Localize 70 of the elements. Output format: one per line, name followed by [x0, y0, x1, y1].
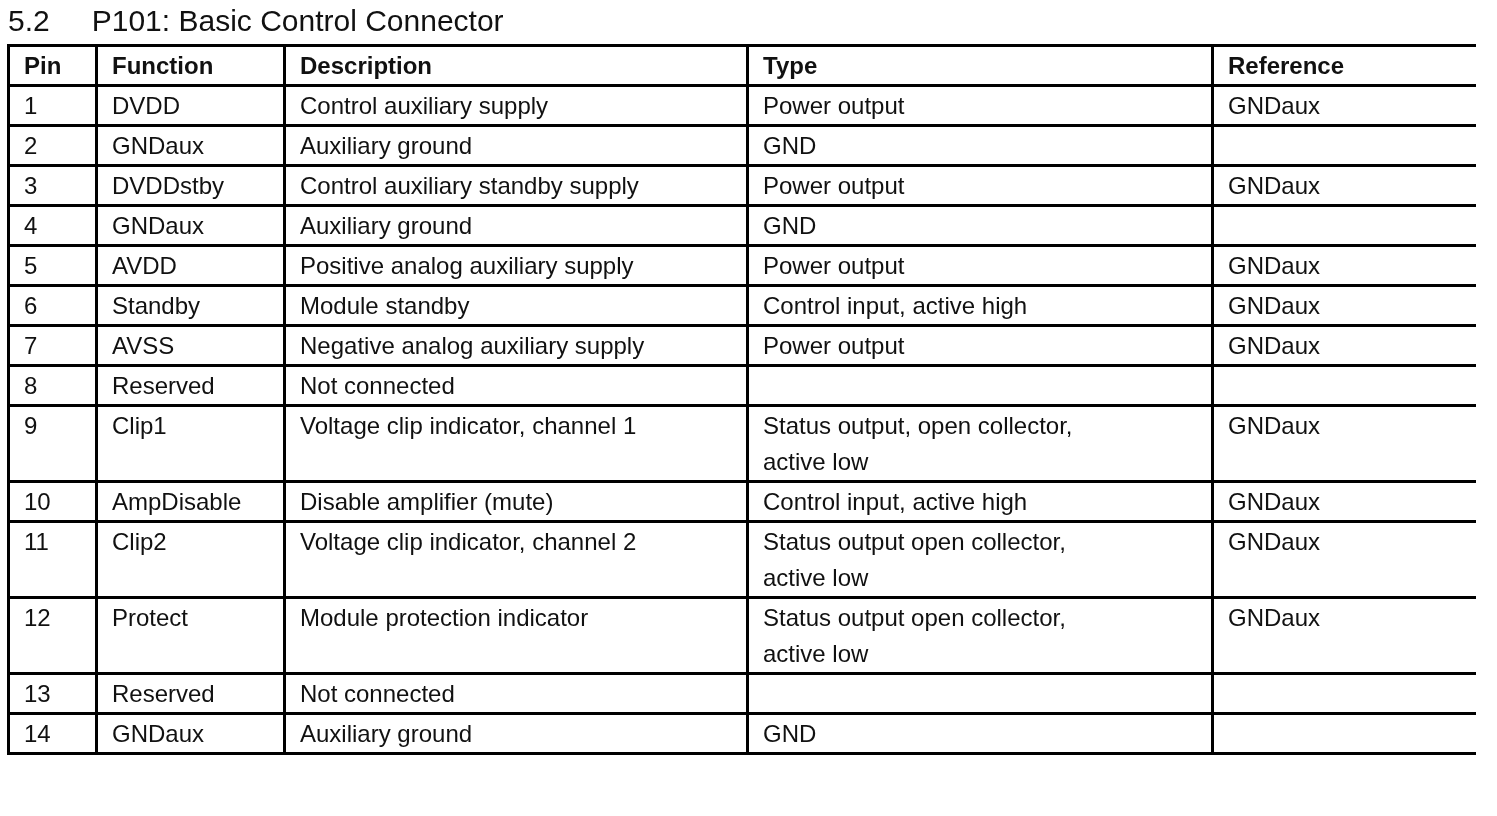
table-cell: GNDaux [1214, 287, 1477, 324]
table-cell: Auxiliary ground [286, 715, 746, 752]
table-cell: GND [749, 127, 1211, 164]
table-cell: Control auxiliary supply [286, 87, 746, 124]
table-cell: Disable amplifier (mute) [286, 483, 746, 520]
table-cell: 3 [10, 167, 95, 204]
table-cell: Voltage clip indicator, channel 1 [286, 407, 746, 480]
table-cell: Module protection indicator [286, 599, 746, 672]
table-cell: Not connected [286, 367, 746, 404]
table-cell: Power output [749, 247, 1211, 284]
table-cell: Auxiliary ground [286, 127, 746, 164]
table-cell: 12 [10, 599, 95, 672]
table-cell: 13 [10, 675, 95, 712]
column-header: Description [286, 47, 746, 84]
table-cell: 2 [10, 127, 95, 164]
column-header: Type [749, 47, 1211, 84]
table-cell: 14 [10, 715, 95, 752]
table-cell: Negative analog auxiliary supply [286, 327, 746, 364]
table-cell: Auxiliary ground [286, 207, 746, 244]
table-cell: GNDaux [98, 715, 283, 752]
table-cell: Reserved [98, 367, 283, 404]
table-cell: AVSS [98, 327, 283, 364]
table-cell: DVDDstby [98, 167, 283, 204]
table-cell: 7 [10, 327, 95, 364]
table-cell: GNDaux [1214, 407, 1477, 480]
table-cell: 6 [10, 287, 95, 324]
table-cell: Clip1 [98, 407, 283, 480]
table-cell: Module standby [286, 287, 746, 324]
table-cell: GNDaux [1214, 167, 1477, 204]
table-cell: Power output [749, 327, 1211, 364]
column-header: Function [98, 47, 283, 84]
table-cell: GNDaux [1214, 87, 1477, 124]
column-header: Reference [1214, 47, 1477, 84]
column-header: Pin [10, 47, 95, 84]
table-cell: GNDaux [1214, 483, 1477, 520]
table-cell: GND [749, 207, 1211, 244]
table-cell: Protect [98, 599, 283, 672]
table-cell: Control auxiliary standby supply [286, 167, 746, 204]
table-cell: AVDD [98, 247, 283, 284]
table-cell: GNDaux [1214, 599, 1477, 672]
table-cell: Reserved [98, 675, 283, 712]
table-cell: GNDaux [98, 207, 283, 244]
table-cell: Standby [98, 287, 283, 324]
table-cell: 1 [10, 87, 95, 124]
table-cell: 10 [10, 483, 95, 520]
table-cell: Control input, active high [749, 483, 1211, 520]
table-cell: GNDaux [1214, 523, 1477, 596]
table-cell: Status output, open collector, active low [749, 407, 1211, 480]
table-cell: GNDaux [1214, 327, 1477, 364]
table-cell: 4 [10, 207, 95, 244]
section-number: 5.2 [8, 4, 50, 38]
table-cell: Not connected [286, 675, 746, 712]
table-cell: GNDaux [98, 127, 283, 164]
table-cell: Power output [749, 167, 1211, 204]
table-cell: Status output open collector, active low [749, 523, 1211, 596]
section-title: P101: Basic Control Connector [91, 4, 504, 38]
table-cell: Clip2 [98, 523, 283, 596]
table-cell: 5 [10, 247, 95, 284]
table-cell: Control input, active high [749, 287, 1211, 324]
table-cell: GND [749, 715, 1211, 752]
table-cell: 11 [10, 523, 95, 596]
table-cell: AmpDisable [98, 483, 283, 520]
table-cell: Positive analog auxiliary supply [286, 247, 746, 284]
table-cell: Power output [749, 87, 1211, 124]
table-cell: Status output open collector, active low [749, 599, 1211, 672]
table-cell: 9 [10, 407, 95, 480]
table-cell: 8 [10, 367, 95, 404]
table-cell: DVDD [98, 87, 283, 124]
table-cell: GNDaux [1214, 247, 1477, 284]
table-cell: Voltage clip indicator, channel 2 [286, 523, 746, 596]
